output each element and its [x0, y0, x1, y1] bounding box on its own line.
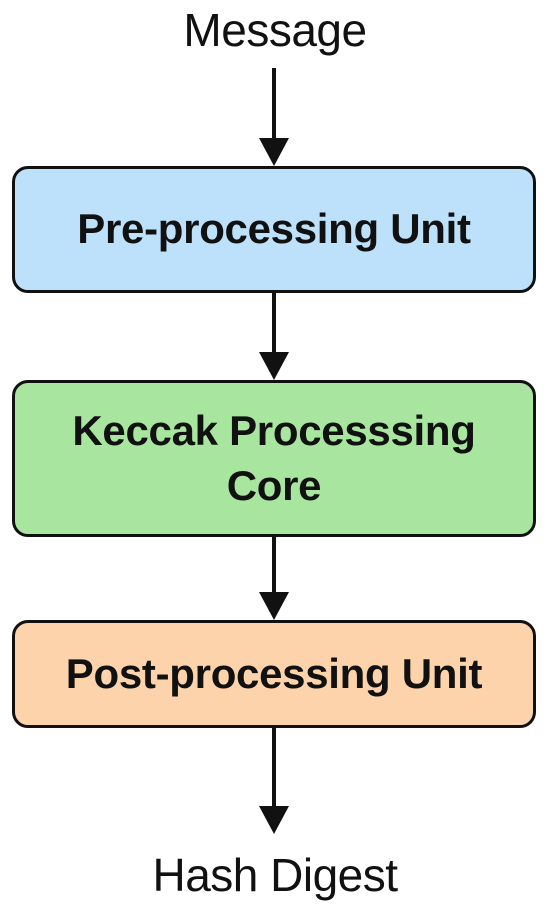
input-label: Message — [183, 4, 367, 56]
pre-processing-unit-label: Pre-processing Unit — [77, 205, 471, 253]
keccak-processing-core-block: Keccak Processsing Core — [12, 380, 536, 537]
arrow-message-to-pre — [259, 68, 289, 166]
keccak-processing-core-label: Keccak Processsing Core — [72, 406, 476, 509]
pre-processing-unit-block: Pre-processing Unit — [12, 166, 536, 293]
arrow-core-to-post — [259, 537, 289, 620]
arrow-post-to-digest — [259, 728, 289, 834]
output-label: Hash Digest — [152, 849, 398, 901]
arrow-pre-to-core — [259, 293, 289, 380]
post-processing-unit-label: Post-processing Unit — [65, 649, 483, 697]
post-processing-unit-block: Post-processing Unit — [12, 620, 536, 728]
